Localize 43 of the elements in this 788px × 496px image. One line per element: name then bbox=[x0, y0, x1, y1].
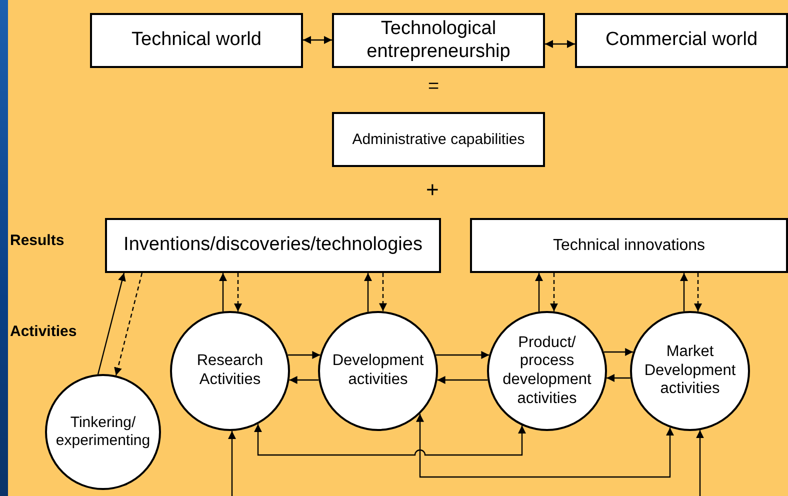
arrow bbox=[680, 273, 688, 312]
arrow bbox=[436, 351, 490, 359]
concept-box bbox=[105, 218, 441, 273]
node-text: Tinkering/ experimenting bbox=[54, 414, 152, 450]
concept-box bbox=[332, 112, 545, 167]
arrow bbox=[694, 273, 702, 312]
node-text: Market Development activities bbox=[643, 343, 737, 399]
node-text: Commercial world bbox=[605, 29, 758, 52]
arrow bbox=[535, 273, 543, 312]
arrow bbox=[234, 273, 242, 312]
arrow bbox=[228, 430, 236, 496]
concept-box bbox=[332, 13, 545, 68]
arrow bbox=[289, 376, 319, 384]
arrow bbox=[379, 273, 387, 312]
node-text: Inventions/discoveries/technologies bbox=[124, 234, 422, 257]
node-text: Administrative capabilities bbox=[352, 130, 525, 148]
arrow bbox=[604, 348, 634, 356]
arrow bbox=[254, 424, 526, 456]
arrow bbox=[97, 272, 126, 374]
arrow bbox=[696, 430, 704, 496]
arrow bbox=[550, 273, 558, 312]
arrow bbox=[437, 376, 488, 384]
node-text: Product/ process development activities bbox=[502, 334, 592, 408]
arrow bbox=[545, 40, 575, 48]
arrow bbox=[303, 36, 332, 44]
arrow bbox=[114, 272, 143, 376]
operator-symbol: = bbox=[428, 76, 440, 98]
node-text: Technical innovations bbox=[552, 236, 706, 256]
arrow bbox=[416, 414, 674, 478]
node-text: Research Activities bbox=[196, 352, 264, 390]
row-heading: Activities bbox=[10, 323, 77, 340]
node-text: Development activities bbox=[331, 352, 425, 390]
arrow bbox=[219, 273, 227, 312]
row-heading: Results bbox=[10, 232, 64, 249]
arrow bbox=[288, 351, 320, 359]
concept-box bbox=[575, 13, 788, 68]
node-text: Technical world bbox=[132, 29, 262, 52]
arrow bbox=[606, 374, 630, 382]
node-text: Technological entrepreneurship bbox=[366, 18, 512, 64]
concept-box bbox=[90, 13, 303, 68]
arrow bbox=[364, 273, 372, 312]
operator-symbol: + bbox=[426, 177, 439, 203]
concept-box bbox=[470, 218, 788, 273]
